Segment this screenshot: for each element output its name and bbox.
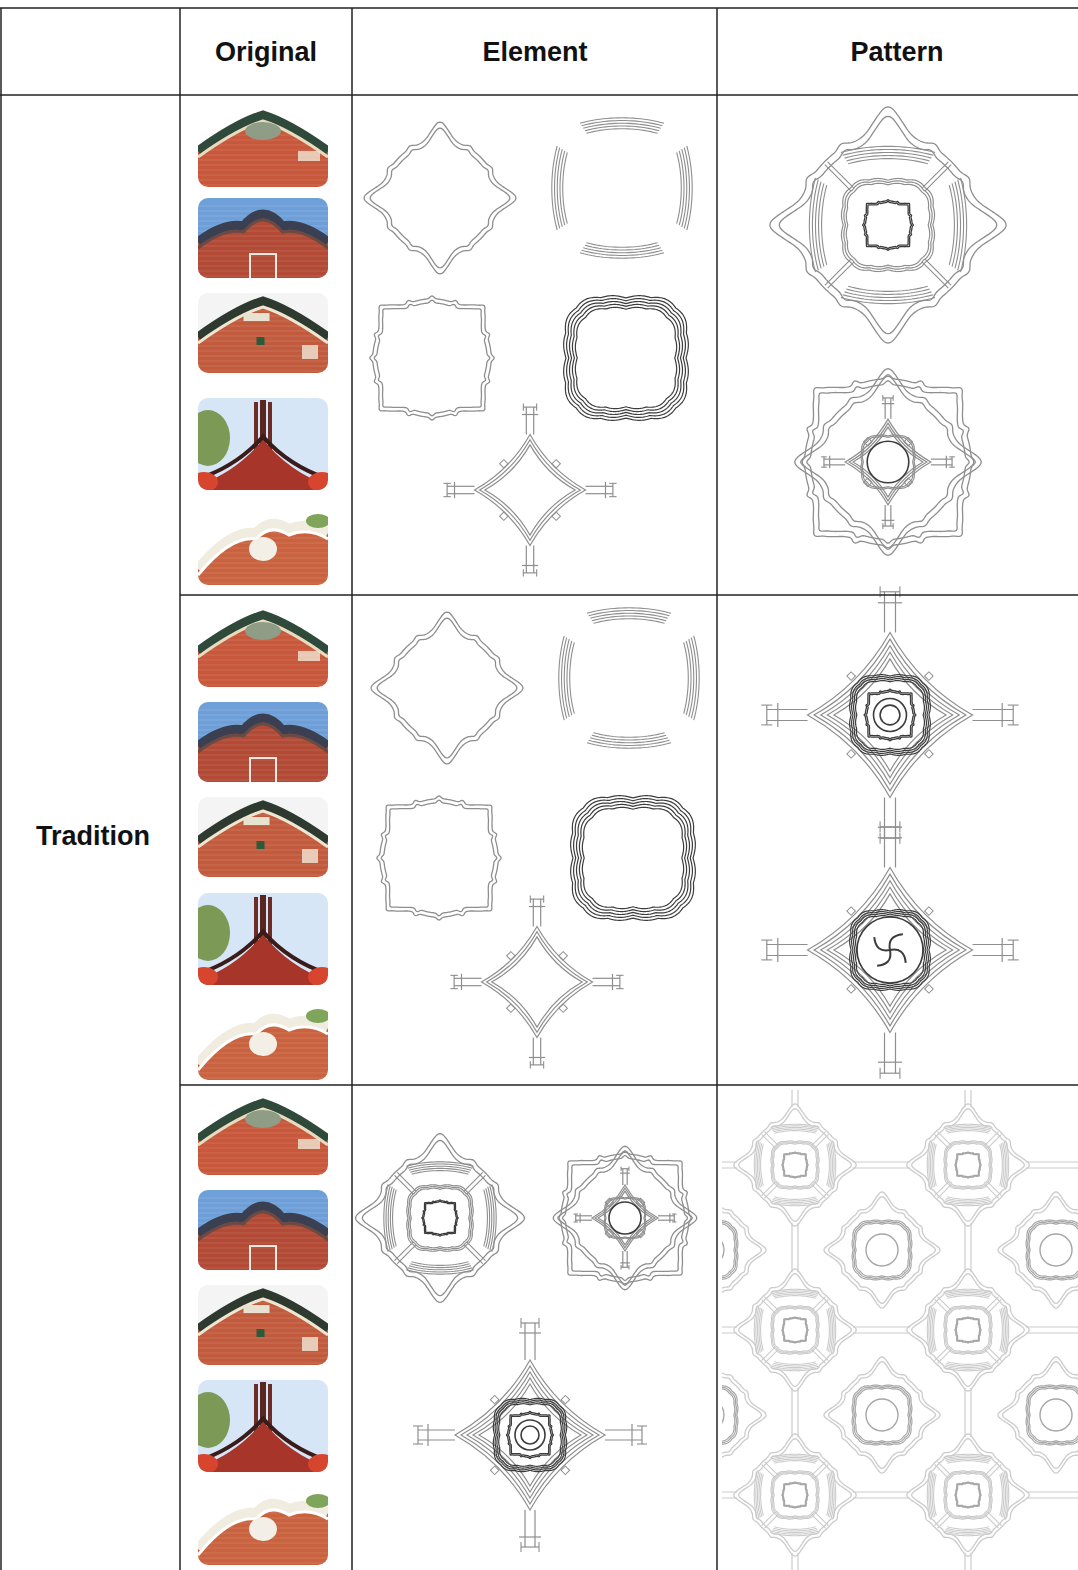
ornament [364,122,516,274]
gable-photo [198,398,328,490]
table-rule [351,8,353,1570]
ornament-pattern [761,821,1018,1078]
ornament [370,296,494,420]
ornament [559,608,699,748]
table-rule [180,594,1078,596]
gable-photo [198,1000,328,1080]
ornament [571,796,696,921]
gable-photo [198,107,328,187]
ornament-tile [998,1192,1078,1308]
ornament-pattern [356,1134,525,1303]
ornament-tile [734,1104,856,1226]
ornament [450,895,623,1068]
gable-photo [198,293,328,373]
ornament-tile [722,1357,766,1473]
table-rule [0,8,2,1570]
table-rule [180,1084,1078,1086]
table-rule [179,8,181,1570]
ornament-pattern [770,107,1006,343]
column-header: Element [482,37,587,68]
ornament-pattern [761,586,1018,843]
gable-photo [198,1190,328,1270]
table-grid [0,8,1078,1570]
ornament-tile [907,1104,1029,1226]
gable-photo [198,702,328,782]
tiled-pattern [722,1090,1078,1570]
column-header: Pattern [850,37,943,68]
gable-photo [198,797,328,877]
ornament [377,796,501,920]
ornament-tile [824,1357,940,1473]
ornament-pattern [553,1146,696,1289]
table-rule [716,8,718,1570]
ornament [564,296,689,421]
table-rule [0,94,1078,96]
gable-photo [198,1095,328,1175]
ornament-pattern [795,369,982,556]
ornament [552,118,692,258]
gable-photo [198,1285,328,1365]
ornament [443,403,616,576]
gable-photo [198,198,328,278]
column-header: Original [215,37,317,68]
table-rule [0,7,1078,9]
gable-photo [198,1380,328,1472]
gable-photo [198,607,328,687]
row-header: Tradition [36,821,150,852]
ornament-tile [824,1192,940,1308]
ornament-pattern [413,1318,647,1552]
ornament-tile [998,1357,1078,1473]
ornament-tile [722,1192,766,1308]
gable-photo [198,505,328,585]
ornament [371,612,523,764]
gable-photo [198,893,328,985]
gable-photo [198,1485,328,1565]
